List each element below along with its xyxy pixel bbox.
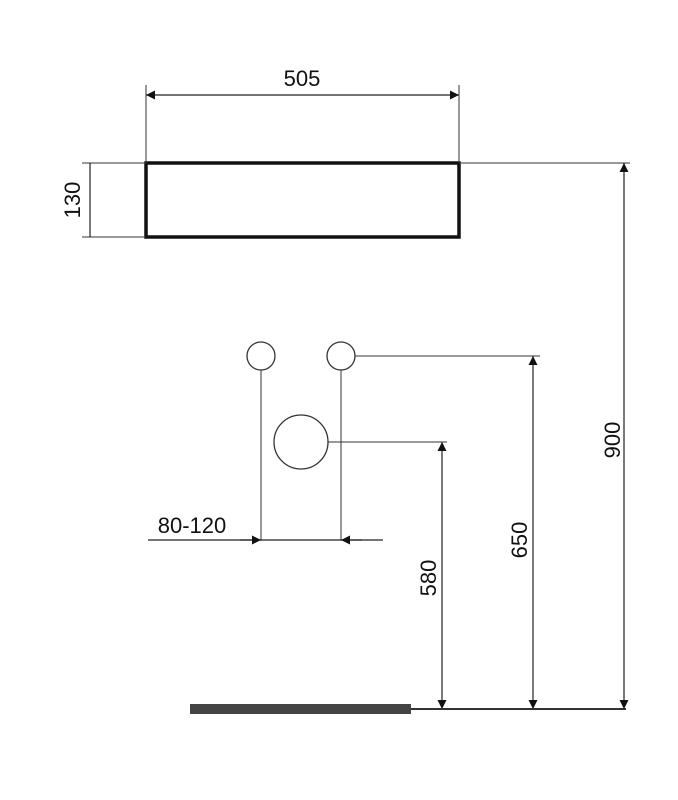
floor-slab: [190, 704, 411, 714]
outlet-left-circle: [246, 341, 276, 371]
outlet-right-circle: [326, 341, 356, 371]
outlet-height-label: 650: [507, 522, 532, 559]
basin-outline: [144, 161, 461, 239]
drain-circle: [273, 414, 329, 470]
total-height-label: 900: [600, 422, 625, 459]
width-label: 505: [284, 66, 321, 91]
drain-height-label: 580: [416, 560, 441, 597]
basin-height-label: 130: [60, 182, 85, 219]
spacing-label: 80-120: [158, 513, 227, 538]
